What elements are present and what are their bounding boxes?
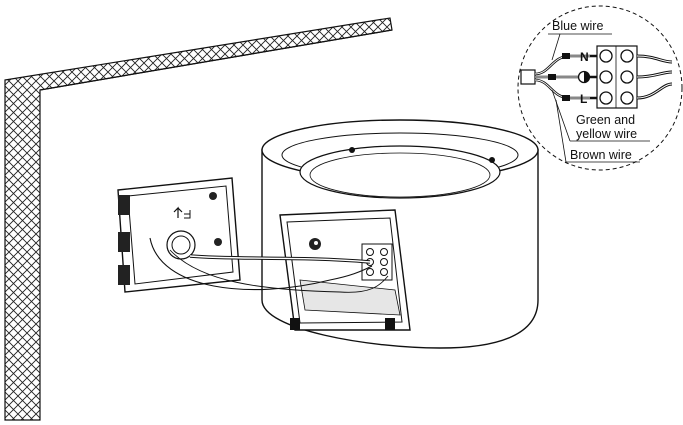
wall [4,17,393,421]
neutral-terminal-label: N [580,50,589,64]
earth-icon [577,70,591,84]
brown-wire-label: Brown wire [570,148,632,162]
blue-wire-label: Blue wire [552,19,603,33]
green-yellow-wire-label-line1: Green and [576,113,635,127]
mounting-plate [117,177,241,293]
connection-cables [149,237,389,293]
green-yellow-wire-label-line2: yellow wire [576,127,637,141]
live-terminal-label: L [580,92,587,106]
wiring-detail-callout: N L Blue wire Green and yellow wire Brow… [517,5,683,171]
